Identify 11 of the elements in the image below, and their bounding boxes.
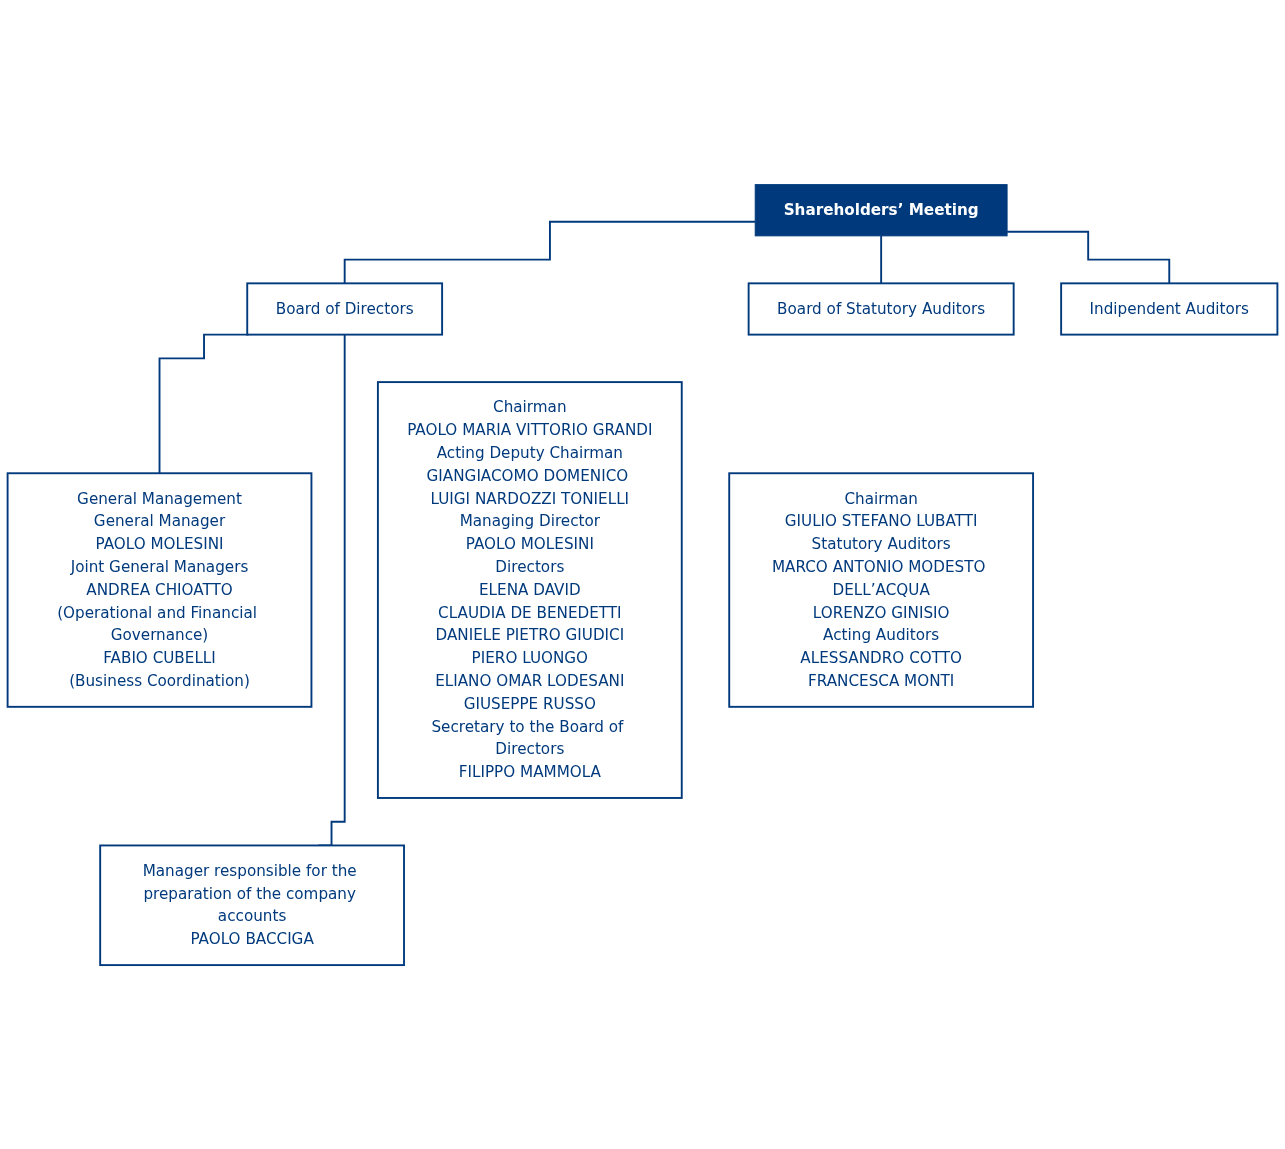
node-box: Board of Statutory Auditors [747, 282, 1015, 336]
node-box: Manager responsible for the preparation of the company accounts PAOLO BACCIGA [99, 844, 405, 966]
node-box: Indipendent Auditors [1060, 282, 1279, 336]
connector [343, 220, 757, 284]
connector [1006, 230, 1171, 284]
connector [880, 234, 883, 284]
node-box: General Management General Manager PAOLO MOLESINI Joint General Managers ANDREA CHIOATTO (Operational and Financial Governance) FABIO CUBELLI (Business Coordination) [6, 471, 313, 708]
node-box: Shareholders’ Meeting [754, 183, 1008, 236]
node-box: Chairman GIULIO STEFANO LUBATTI Statutory Auditors MARCO ANTONIO MODESTO DELL’ACQUA LORENZO GINISIO Acting Auditors ALESSANDRO COTTO FRANCESCA MONTI [728, 471, 1034, 708]
node-box: Chairman PAOLO MARIA VITTORIO GRANDI Acting Deputy Chairman GIANGIACOMO DOMENICO LUIGI NARDOZZI TONIELLI Managing Director PAOLO MOLESINI Directors ELENA DAVID CLAUDIA DE BENEDETTI DANIELE PIETRO GIUDICI PIERO LUONGO ELIANO OMAR LODESANI GIUSEPPE RUSSO Secretary to the Board of Directors FILIPPO MAMMOLA [376, 380, 683, 799]
node-box: Board of Directors [246, 282, 444, 336]
